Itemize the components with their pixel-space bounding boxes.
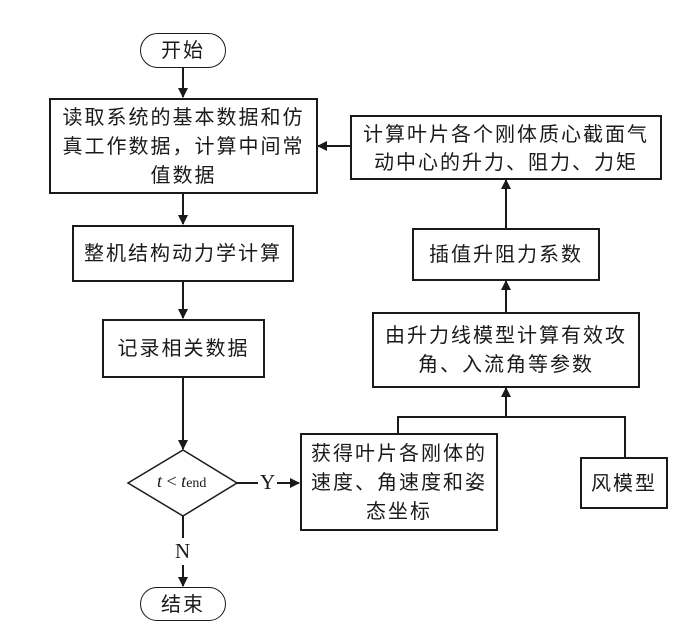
end-terminal: 结束: [140, 587, 226, 621]
compute-forces-box: 计算叶片各个刚体质心截面气动中心的升力、阻力、力矩: [350, 115, 662, 180]
lifting-line-box: 由升力线模型计算有效攻角、入流角等参数: [372, 312, 640, 388]
condition-bound-subscript: end: [186, 476, 207, 491]
record-data-box: 记录相关数据: [102, 319, 265, 378]
line-blade-state-merge: [397, 416, 626, 457]
blade-state-box: 获得叶片各刚体的速度、角速度和姿态坐标: [300, 433, 498, 531]
start-terminal: 开始: [140, 33, 226, 68]
yes-label: Y: [260, 470, 276, 494]
condition-label: t < tend: [157, 471, 206, 492]
wind-model-box: 风模型: [580, 457, 668, 509]
structural-dynamics-box: 整机结构动力学计算: [72, 225, 294, 282]
condition-operator: <: [166, 471, 177, 491]
read-data-box: 读取系统的基本数据和仿真工作数据，计算中间常值数据: [49, 98, 318, 194]
no-label: N: [175, 539, 191, 563]
condition-variable: t: [157, 471, 163, 491]
interpolate-coefficients-box: 插值升阻力系数: [412, 228, 600, 281]
condition-bound: t: [181, 471, 187, 491]
